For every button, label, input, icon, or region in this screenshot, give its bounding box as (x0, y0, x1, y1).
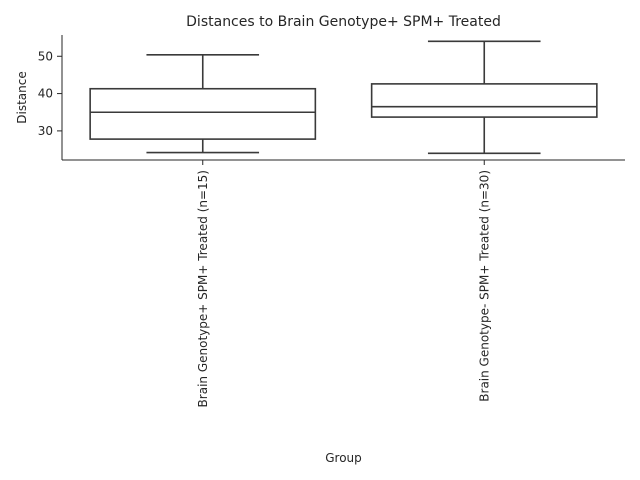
chart-title: Distances to Brain Genotype+ SPM+ Treate… (186, 14, 501, 30)
box-iqr (370, 83, 598, 118)
y-ticks: 30 40 50 (38, 49, 62, 138)
box-iqr (89, 87, 317, 140)
y-tick-label: 30 (38, 124, 53, 138)
box-2 (370, 40, 598, 155)
x-tick-label: Brain Genotype- SPM+ Treated (n=30) (477, 170, 491, 402)
plot-area (89, 40, 598, 155)
box-1 (89, 53, 317, 154)
y-tick-label: 50 (38, 49, 53, 63)
y-tick-label: 40 (38, 87, 53, 101)
x-tick-label: Brain Genotype+ SPM+ Treated (n=15) (196, 170, 210, 407)
y-axis-label: Distance (15, 71, 29, 123)
x-ticks: Brain Genotype+ SPM+ Treated (n=15) Brain… (196, 160, 491, 407)
x-axis-label: Group (325, 451, 362, 465)
